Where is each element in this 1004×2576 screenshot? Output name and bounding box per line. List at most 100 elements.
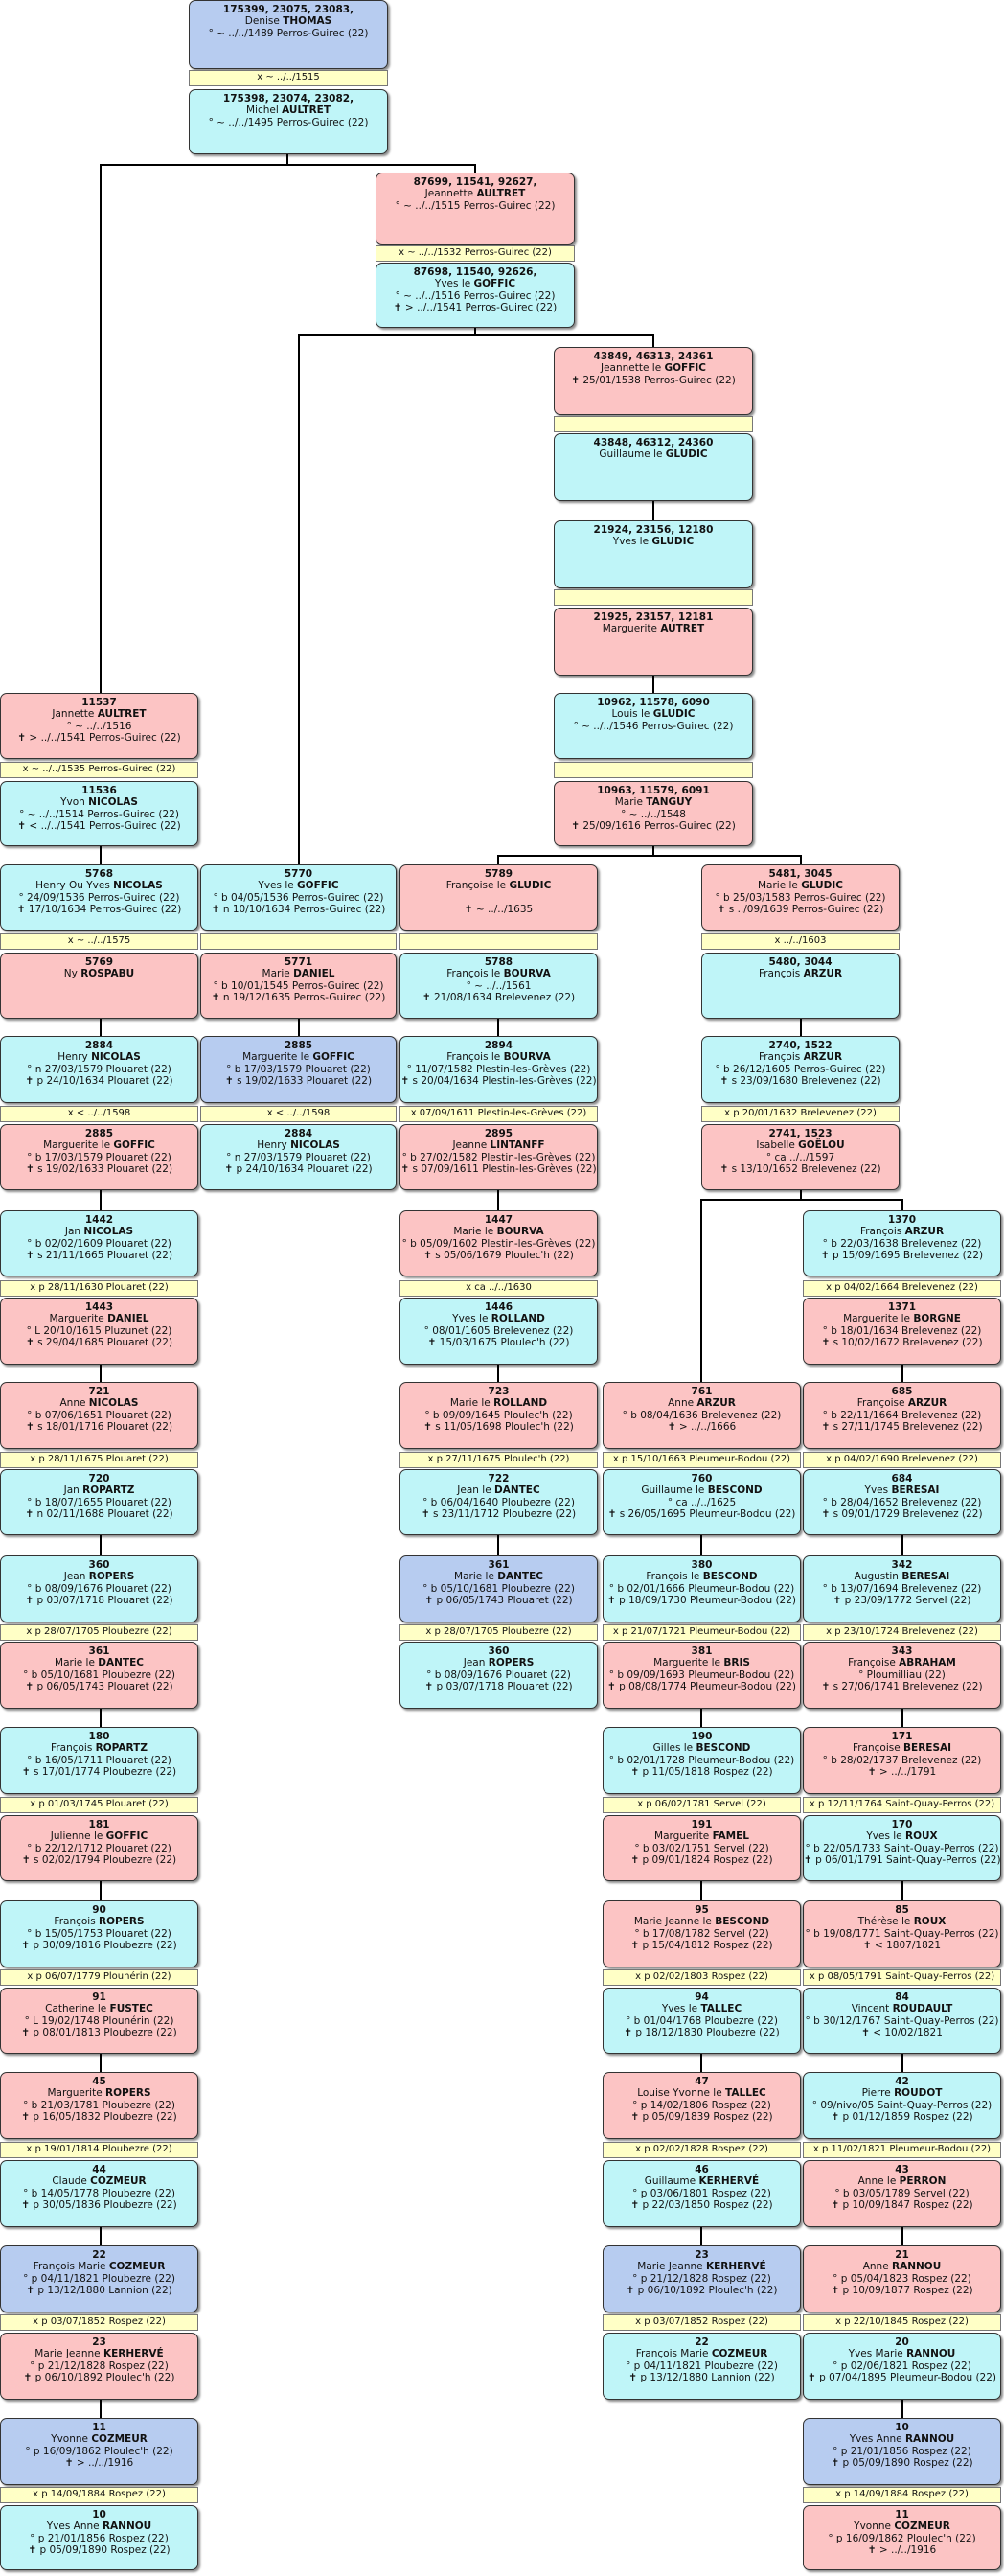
person-surname: DANTEC bbox=[98, 1657, 144, 1669]
person-given-name: Pierre bbox=[861, 2087, 891, 2100]
person-box[interactable]: 175399, 23075, 23083,Denise THOMAS° ~ ..… bbox=[189, 0, 388, 69]
person-event: ✝ p 16/05/1832 Ploubezre (22) bbox=[21, 2110, 177, 2123]
person-event: ° Ploumilliau (22) bbox=[858, 1668, 946, 1681]
person-given-name: Julienne le bbox=[50, 1830, 103, 1843]
person-event: ° p 14/02/1806 Rospez (22) bbox=[632, 2099, 771, 2111]
person-ids: 1447 bbox=[484, 1214, 513, 1226]
person-ids: 720 bbox=[88, 1473, 110, 1484]
person-ids: 361 bbox=[88, 1645, 110, 1657]
person-surname: ARZUR bbox=[803, 1051, 843, 1064]
person-event: ° b 15/05/1753 Plouaret (22) bbox=[27, 1927, 171, 1940]
person-name: Marie le DANTEC bbox=[400, 1571, 597, 1582]
person-box[interactable]: 87699, 11541, 92627,Jeannette AULTRET° ~… bbox=[376, 172, 575, 245]
person-surname: ROSPABU bbox=[80, 968, 135, 980]
marriage-bar: x p 28/07/1705 Ploubezre (22) bbox=[0, 1624, 198, 1641]
person-name: Michel AULTRET bbox=[190, 104, 387, 116]
person-event: ° b 21/03/1781 Ploubezre (22) bbox=[23, 2099, 175, 2111]
person-ids: 85 bbox=[895, 1904, 909, 1916]
person-name: Anne ARZUR bbox=[604, 1397, 800, 1409]
person-box[interactable]: 175398, 23074, 23082,Michel AULTRET° ~ .… bbox=[189, 89, 388, 154]
person-name: Yves Anne RANNOU bbox=[804, 2433, 1000, 2445]
person-surname: COZMEUR bbox=[894, 2520, 950, 2533]
person-box[interactable]: 87698, 11540, 92626,Yves le GOFFIC° ~ ..… bbox=[376, 263, 575, 328]
person-surname: FAMEL bbox=[712, 1830, 749, 1843]
person-given-name: François bbox=[54, 1916, 96, 1928]
